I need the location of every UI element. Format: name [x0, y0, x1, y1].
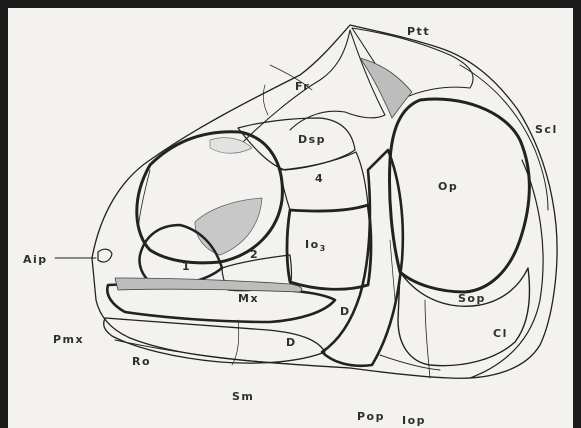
skull-outline: [92, 25, 557, 378]
suture-line-6: [425, 300, 430, 378]
label-2: 2: [250, 248, 259, 261]
infraorbital-3-bone: [287, 205, 371, 289]
label-1: 1: [182, 260, 191, 273]
snout-bone: [98, 249, 112, 262]
supracleithrum-line: [460, 65, 548, 210]
label-iop: Iop: [402, 414, 426, 427]
label-d-upper: D: [340, 305, 351, 318]
label-cl: Cl: [493, 327, 508, 340]
label-ptt: Ptt: [407, 25, 430, 38]
label-op: Op: [438, 180, 458, 193]
label-mx: Mx: [238, 292, 259, 305]
suture-line-4: [232, 320, 239, 365]
label-io3: Io3: [305, 238, 327, 253]
label-sm: Sm: [232, 390, 254, 403]
label-pop: Pop: [357, 410, 385, 423]
orbit-shaded: [195, 198, 262, 255]
label-fr: Fr: [295, 80, 310, 93]
label-4: 4: [315, 172, 324, 185]
label-aip: Aip: [23, 253, 48, 266]
frontal-bone: [240, 30, 385, 145]
interopercle-line: [380, 355, 440, 370]
label-pmx: Pmx: [53, 333, 84, 346]
label-d-lower: D: [286, 336, 297, 349]
opercle-bone: [389, 99, 529, 292]
label-ro: Ro: [132, 355, 151, 368]
label-dsp: Dsp: [298, 133, 326, 146]
label-sop: Sop: [458, 292, 486, 305]
hatched-region: [360, 58, 412, 118]
jaw-hatched-strip: [115, 278, 302, 292]
label-scl: Scl: [535, 123, 558, 136]
suture-line-1: [263, 85, 268, 115]
dermosphenotic-bone: [238, 118, 355, 170]
